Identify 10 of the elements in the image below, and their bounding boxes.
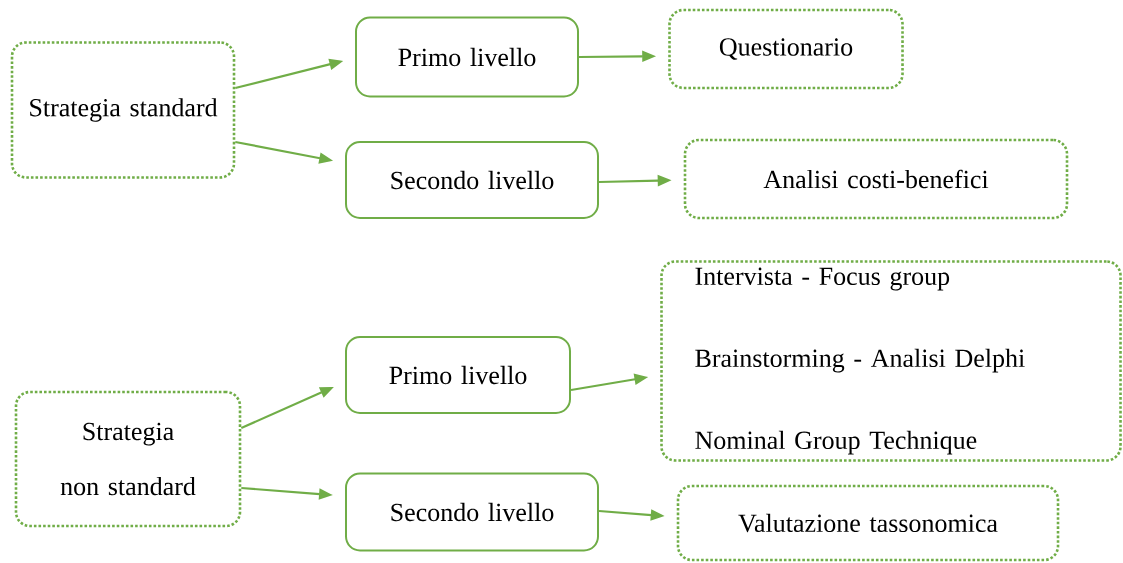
- strategy-box: Strategia non standard: [14, 390, 242, 528]
- level-box: Primo livello: [345, 336, 571, 414]
- method-box: Intervista - Focus group Brainstorming - Analisi Delphi Nominal Group Technique: [660, 260, 1122, 462]
- level-box: Secondo livello: [345, 141, 599, 219]
- strategy-box: Strategia standard: [10, 41, 236, 179]
- method-box: Analisi costi-benefici: [683, 138, 1069, 220]
- method-box: Valutazione tassonomica: [676, 484, 1060, 562]
- method-box: Questionario: [668, 8, 904, 90]
- level-box: Secondo livello: [345, 472, 599, 552]
- level-box: Primo livello: [355, 16, 579, 98]
